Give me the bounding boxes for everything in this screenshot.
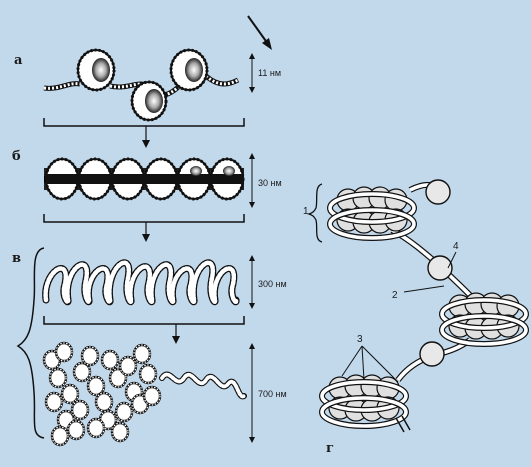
panel-d-label-1-brace bbox=[306, 183, 323, 243]
panel-c-brace bbox=[16, 247, 45, 439]
panel-d-label-4-leader bbox=[447, 251, 457, 269]
chromatin-loop bbox=[54, 341, 74, 363]
panel-d-letter: г bbox=[326, 441, 334, 456]
chromatin-loop bbox=[132, 343, 152, 365]
chromatin-loop bbox=[100, 349, 120, 371]
panel-d-label-3: 3 bbox=[357, 334, 363, 345]
panel-b-letter: б bbox=[12, 149, 21, 164]
panel-d-label-2: 2 bbox=[392, 290, 398, 301]
histone-h1 bbox=[425, 179, 451, 205]
fiber-nucleosome bbox=[110, 157, 146, 201]
panel-b-scale-bar bbox=[249, 153, 255, 208]
panel-b-30nm-fiber bbox=[44, 157, 245, 201]
histone-octamer-stack bbox=[319, 374, 409, 429]
chromatin-loop bbox=[118, 355, 138, 377]
histone-h1 bbox=[419, 341, 445, 367]
bracket-a bbox=[43, 118, 245, 148]
pointer-arrow bbox=[247, 15, 272, 50]
histone-h1 bbox=[427, 255, 453, 281]
fiber-nucleosome bbox=[176, 157, 212, 201]
panel-c-loops bbox=[42, 259, 240, 306]
chromatin-loop bbox=[142, 385, 162, 407]
chromatin-loop bbox=[70, 399, 90, 421]
chromatin-loop bbox=[114, 401, 134, 423]
panel-c-top-scale-bar bbox=[249, 255, 255, 309]
chromatin-loop bbox=[86, 375, 106, 397]
bracket-c bbox=[43, 316, 245, 344]
fiber-nucleosome bbox=[44, 157, 80, 201]
histone-octamer-stack bbox=[439, 292, 529, 347]
chromatin-loop bbox=[80, 345, 100, 367]
panel-d-label-4: 4 bbox=[453, 241, 459, 252]
panel-c-scale-label-top: 300 нм bbox=[258, 279, 287, 289]
chromatin-loop bbox=[48, 367, 68, 389]
panel-d-label-3-leaders bbox=[341, 345, 399, 383]
chromatin-loop bbox=[50, 425, 70, 447]
panel-a-scale-bar bbox=[249, 53, 255, 93]
histone-octamer-stack bbox=[327, 186, 417, 241]
panel-a-letter: а bbox=[14, 53, 23, 68]
chromatin-loop bbox=[138, 363, 158, 385]
panel-c-letter: в bbox=[12, 251, 21, 266]
panel-d-label-1: 1 bbox=[303, 206, 309, 217]
chromatin-loop bbox=[94, 391, 114, 413]
panel-c-bottom-scale-bar bbox=[249, 343, 255, 443]
fiber-nucleosome bbox=[143, 157, 179, 201]
panel-b-scale-label: 30 нм bbox=[258, 178, 282, 188]
panel-c-condensed-chromatin bbox=[42, 341, 162, 447]
fiber-nucleosome bbox=[77, 157, 113, 201]
chromatin-loop bbox=[86, 417, 106, 439]
fiber-nucleosome bbox=[209, 157, 245, 201]
panel-c-tail-fiber bbox=[159, 371, 247, 400]
chromatin-loop bbox=[110, 421, 130, 443]
nucleosome bbox=[76, 48, 116, 92]
chromatin-loop bbox=[66, 419, 86, 441]
nucleosome bbox=[169, 48, 209, 92]
panel-d-label-2-leader bbox=[403, 285, 445, 293]
chromatin-loop bbox=[72, 361, 92, 383]
nucleosome bbox=[130, 80, 168, 122]
panel-a-scale-label: 11 нм bbox=[258, 68, 281, 78]
panel-d-nucleosome-stack bbox=[319, 179, 529, 433]
chromatin-loop bbox=[60, 383, 80, 405]
chromatin-loop bbox=[44, 391, 64, 413]
bracket-b bbox=[43, 214, 245, 242]
panel-c-scale-label-bottom: 700 нм bbox=[258, 389, 287, 399]
